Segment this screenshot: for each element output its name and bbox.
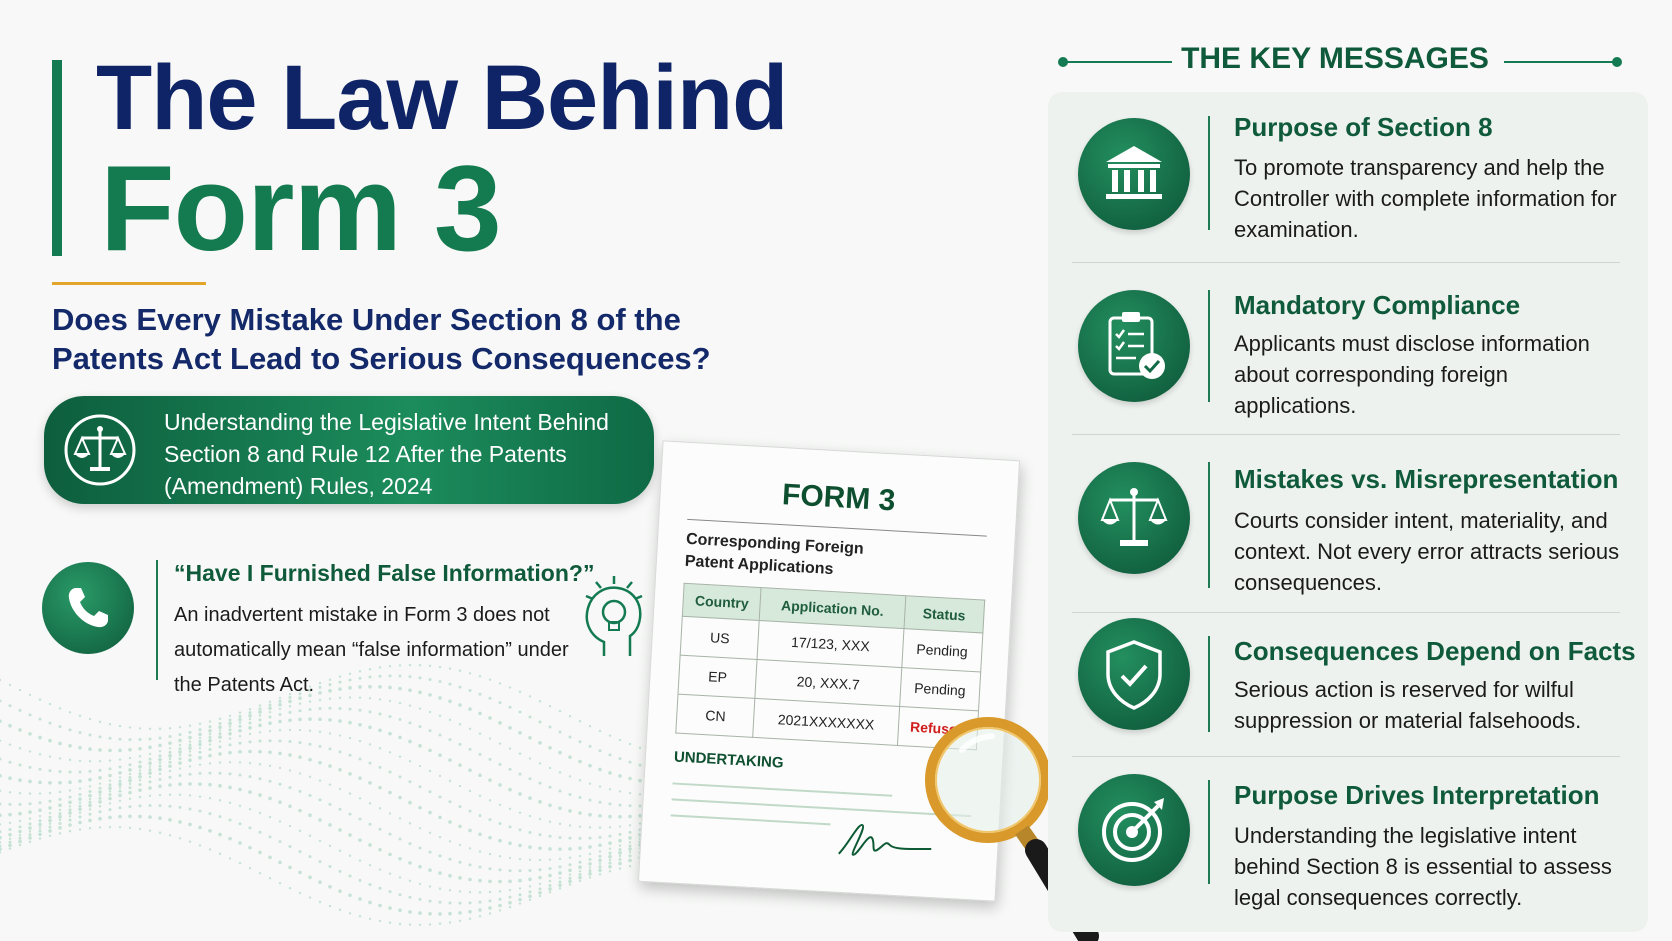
legislative-intent-text: Understanding the Legislative Intent Beh… [164,409,609,499]
key-message-text: Courts consider intent, materiality, and… [1234,508,1620,595]
table-cell: CN [675,694,756,738]
key-message-title: Consequences Depend on Facts [1234,636,1636,666]
item-separator [1072,612,1620,613]
key-message-title: Purpose of Section 8 [1234,112,1493,142]
heading-line-right [1504,61,1616,63]
scales-icon [1078,462,1190,574]
clipboard-check-icon [1078,290,1190,402]
form-subtitle: Corresponding Foreign Patent Application… [684,530,865,579]
item-divider [1208,780,1210,884]
heading-line-left [1066,61,1172,63]
faq-answer: An inadvertent mistake in Form 3 does no… [174,604,569,696]
key-message-text: Serious action is reserved for wilful su… [1234,677,1582,733]
title-divider [52,282,206,285]
subtitle-question: Does Every Mistake Under Section 8 of th… [52,302,711,376]
phone-icon [42,562,134,654]
item-separator [1072,756,1620,757]
table-header: Status [903,595,985,634]
legislative-intent-banner: Understanding the Legislative Intent Beh… [44,396,654,504]
key-messages-heading: THE KEY MESSAGES [1181,42,1489,75]
item-divider [1208,116,1210,230]
table-cell: EP [677,655,758,699]
faq-question: “Have I Furnished False Information?” [174,560,595,586]
heading-dot [1058,57,1068,67]
table-cell: US [680,616,760,660]
key-message-title: Mandatory Compliance [1234,290,1521,320]
heading-dot [1612,57,1622,67]
undertaking-label: UNDERTAKING [673,748,784,772]
table-cell: Pending [899,667,981,711]
item-separator [1072,262,1620,263]
key-message-text: Applicants must disclose information abo… [1234,331,1590,418]
target-icon [1078,774,1190,886]
undertaking-line [672,782,893,797]
table-cell: 2021XXXXXXX [753,698,900,746]
signature-mark [838,824,932,856]
item-divider [1208,636,1210,732]
table-cell: Pending [901,628,983,672]
key-message-title: Mistakes vs. Misrepresentation [1234,464,1619,494]
page-title-line1: The Law Behind [96,47,788,149]
page-title-line2: Form 3 [100,140,502,276]
table-header: Country [682,583,762,621]
key-message-title: Purpose Drives Interpretation [1234,780,1600,810]
undertaking-line [670,814,831,826]
dot-wave-decoration [0,663,692,926]
key-message-text: Understanding the legislative intent beh… [1234,823,1612,910]
title-accent-bar [52,60,62,256]
key-message-text: To promote transparency and help the Con… [1234,155,1617,242]
faq-divider [156,560,158,680]
institution-icon [1078,118,1190,230]
item-divider [1208,462,1210,588]
scales-icon [64,414,136,486]
form3-document: FORM 3 Corresponding Foreign Patent Appl… [637,440,1021,902]
item-divider [1208,290,1210,402]
form-title: FORM 3 [781,478,897,518]
lightbulb-head-icon [585,576,643,656]
shield-check-icon [1078,618,1190,730]
item-separator [1072,434,1620,435]
